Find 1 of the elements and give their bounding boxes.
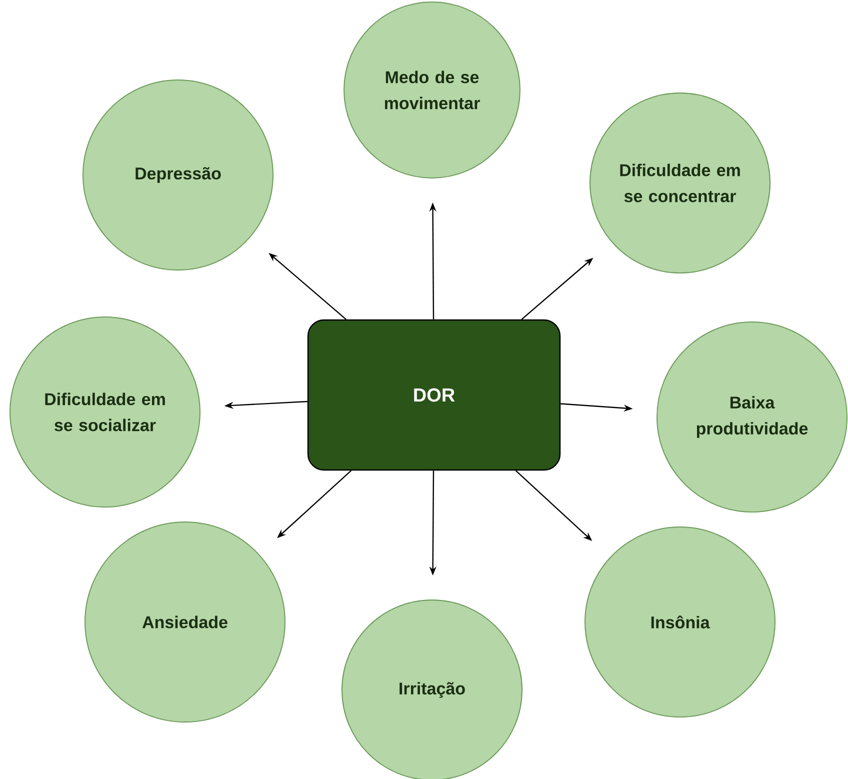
center-box: DOR [307, 319, 561, 471]
